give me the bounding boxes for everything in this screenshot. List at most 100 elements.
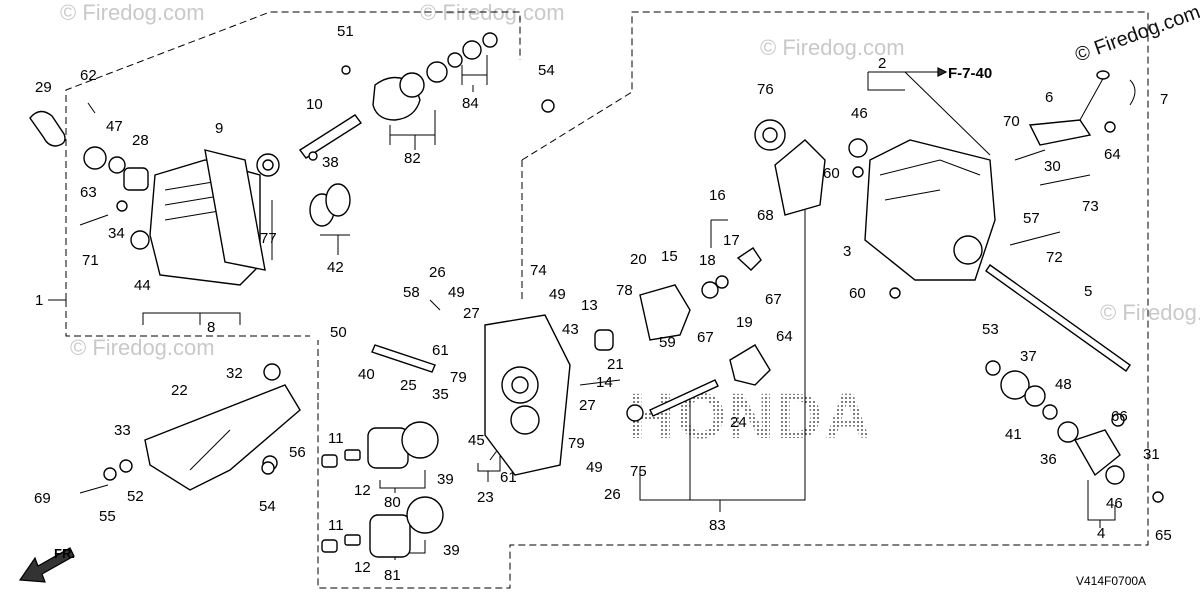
callout-62: 62 [80, 67, 97, 84]
callout-56: 56 [289, 444, 306, 461]
callout-33: 33 [114, 422, 131, 439]
shaft-75 [649, 379, 719, 417]
callout-8: 8 [207, 319, 215, 336]
callout-11-b: 11 [328, 517, 344, 534]
callout-19: 19 [736, 314, 753, 331]
callout-66: 66 [1111, 408, 1128, 425]
shaft [298, 114, 363, 159]
output-shaft [985, 264, 1131, 372]
callout-51: 51 [337, 23, 354, 40]
callout-27-b: 27 [579, 397, 596, 414]
callout-9: 9 [215, 120, 223, 137]
callout-41: 41 [1005, 426, 1022, 443]
callout-78: 78 [616, 282, 633, 299]
callout-2: 2 [878, 55, 886, 72]
brand-watermark: HONDA [628, 380, 873, 452]
callout-80: 80 [384, 494, 401, 511]
callout-5: 5 [1084, 283, 1092, 300]
callout-46-b: 46 [1106, 495, 1123, 512]
callout-11: 11 [328, 430, 344, 447]
section-reference: F-7-40 [905, 65, 992, 82]
callout-60-b: 60 [849, 285, 866, 302]
callout-60: 60 [823, 165, 840, 182]
callout-79: 79 [450, 369, 467, 386]
watermark: © Firedog.com [60, 0, 205, 25]
callout-32: 32 [226, 365, 243, 382]
callout-30: 30 [1044, 158, 1061, 175]
callout-10: 10 [306, 96, 323, 113]
callout-14: 14 [596, 374, 613, 391]
callout-42: 42 [327, 259, 344, 276]
arrow-icon [18, 547, 75, 583]
callout-25: 25 [400, 377, 417, 394]
callout-26: 26 [429, 264, 446, 281]
cover-4 [1073, 429, 1121, 477]
callout-49-b: 49 [549, 286, 566, 303]
callout-numbers: 1 2 3 4 5 6 7 8 9 10 11 11 12 12 13 14 1… [34, 23, 1172, 584]
callout-23: 23 [477, 489, 494, 506]
callout-75: 75 [630, 463, 647, 480]
callout-21: 21 [607, 356, 624, 373]
callout-57: 57 [1023, 210, 1040, 227]
callout-1: 1 [35, 292, 43, 309]
assembly-outlines [65, 11, 1149, 589]
callout-40: 40 [358, 366, 375, 383]
callout-64-b: 64 [776, 328, 793, 345]
callout-81: 81 [384, 567, 401, 584]
direction-label: FR. [54, 546, 75, 561]
callout-43: 43 [562, 321, 579, 338]
callout-4: 4 [1097, 525, 1105, 542]
callout-39: 39 [437, 471, 454, 488]
callout-53: 53 [982, 321, 999, 338]
callout-12: 12 [354, 482, 371, 499]
callout-35: 35 [432, 386, 449, 403]
watermark: © Firedog.com [760, 35, 905, 60]
callout-79-b: 79 [568, 435, 585, 452]
callout-59: 59 [659, 334, 676, 351]
callout-27: 27 [463, 305, 480, 322]
arm-6 [1028, 119, 1092, 146]
callout-61-b: 61 [500, 469, 517, 486]
callout-71: 71 [82, 252, 99, 269]
callout-74: 74 [530, 262, 547, 279]
callout-20: 20 [630, 251, 647, 268]
callout-36: 36 [1040, 451, 1057, 468]
cover-15 [639, 284, 691, 341]
callout-64: 64 [1104, 146, 1121, 163]
callout-34: 34 [108, 225, 125, 242]
callout-83: 83 [709, 517, 726, 534]
callout-61: 61 [432, 342, 449, 359]
callout-22: 22 [171, 382, 188, 399]
parts [29, 32, 1164, 558]
callout-58: 58 [403, 284, 420, 301]
callout-76: 76 [757, 81, 774, 98]
callout-49: 49 [448, 284, 465, 301]
callout-28: 28 [132, 132, 149, 149]
callout-3: 3 [843, 243, 851, 260]
callout-54-b: 54 [259, 498, 276, 515]
callout-70: 70 [1003, 113, 1020, 130]
callout-24: 24 [730, 414, 747, 431]
reference-label: F-7-40 [948, 65, 992, 82]
callout-38: 38 [322, 154, 339, 171]
callout-39-b: 39 [443, 542, 460, 559]
callout-84: 84 [462, 95, 479, 112]
callout-65: 65 [1155, 527, 1172, 544]
callout-73: 73 [1082, 198, 1099, 215]
callout-67: 67 [697, 329, 714, 346]
callout-29: 29 [35, 79, 52, 96]
watermark: © Firedog.com [1072, 1, 1200, 67]
shaft-25 [371, 344, 436, 373]
callout-67-b: 67 [765, 291, 782, 308]
callout-13: 13 [581, 297, 598, 314]
callout-15: 15 [661, 248, 678, 265]
diagram-code: V414F0700A [1076, 574, 1146, 588]
callout-44: 44 [134, 277, 151, 294]
arm-part [29, 110, 66, 147]
callout-63: 63 [80, 184, 97, 201]
callout-17: 17 [723, 232, 740, 249]
callout-72: 72 [1046, 249, 1063, 266]
callout-37: 37 [1020, 348, 1037, 365]
callout-69: 69 [34, 490, 51, 507]
